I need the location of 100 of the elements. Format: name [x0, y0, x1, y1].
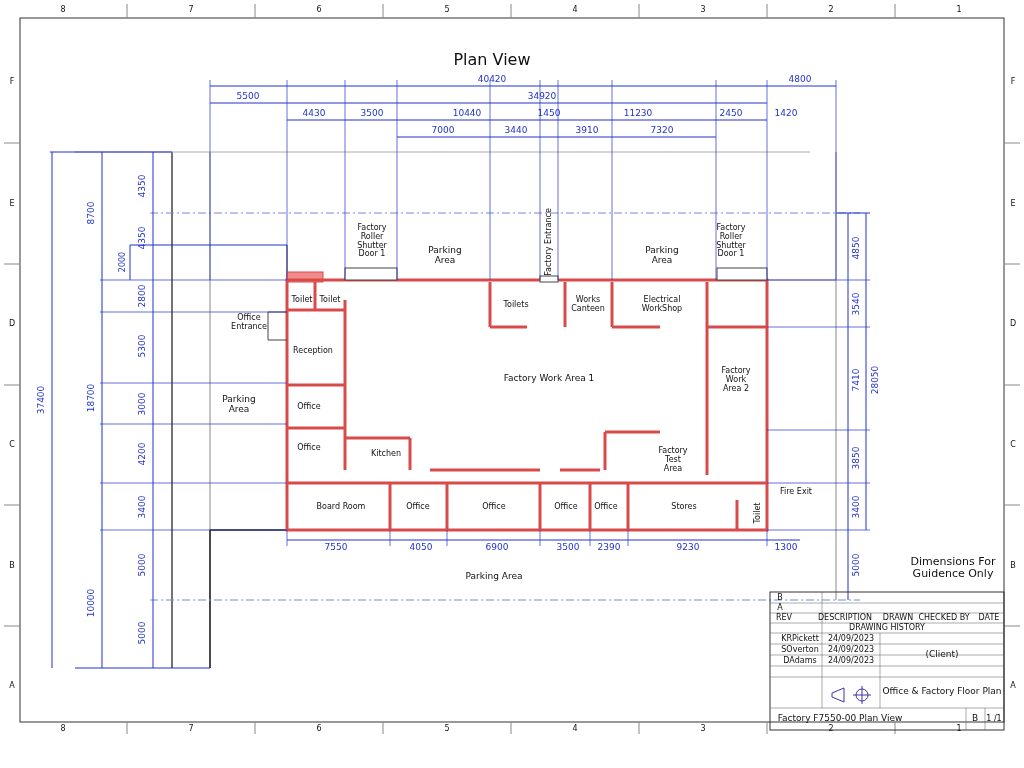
grid-reference: 8 [60, 5, 66, 15]
table-header: DRAWING HISTORY [849, 623, 925, 633]
grid-reference: B [1010, 561, 1016, 571]
room-label: Kitchen [370, 449, 402, 459]
room-label: Office [297, 402, 321, 412]
dimension-label: 5000 [852, 553, 862, 577]
room-label: Office Entrance [230, 314, 268, 332]
revision-text: B [777, 593, 783, 603]
grid-reference: 5 [444, 5, 450, 15]
room-label: Factory Test Area [657, 446, 689, 474]
dimension-label: 2800 [138, 284, 148, 308]
table-header: REV [775, 613, 793, 623]
dimension-label: 11230 [623, 109, 653, 119]
grid-reference: 4 [572, 724, 578, 734]
room-label: Factory Work Area 2 [720, 366, 752, 394]
table-header: DRAWN [882, 613, 914, 623]
table-header: DESCRIPTION [817, 613, 873, 623]
room-label: Office [297, 443, 321, 453]
grid-reference: 7 [188, 5, 194, 15]
room-label: Toilet [291, 295, 313, 305]
grid-reference: C [1010, 440, 1016, 450]
dimension-label: 9230 [676, 543, 700, 553]
room-label: Parking Area [644, 246, 680, 266]
dimension-label: 6900 [485, 543, 509, 553]
dimension-label: 7550 [324, 543, 348, 553]
room-label: Works Canteen [570, 296, 606, 314]
dimension-label: 37400 [37, 385, 47, 415]
sheet-size-text: B [971, 714, 979, 724]
grid-reference: D [1009, 319, 1017, 329]
room-label: Office [406, 502, 430, 512]
room-label: Office [594, 502, 618, 512]
grid-reference: 6 [316, 724, 322, 734]
grid-reference: A [1010, 681, 1016, 691]
grid-reference: 6 [316, 5, 322, 15]
room-label: Office [482, 502, 506, 512]
dimension-label: 4350 [138, 174, 148, 198]
room-label: Board Room [316, 502, 366, 512]
dimension-label: 3910 [575, 126, 599, 136]
grid-reference: B [9, 561, 15, 571]
dimension-label: 4350 [138, 226, 148, 250]
room-label: Stores [671, 502, 697, 512]
room-label: Electrical WorkShop [640, 296, 684, 314]
date-text: 24/09/2023 [827, 634, 875, 644]
dimension-label: 34920 [527, 92, 557, 102]
grid-reference: 8 [60, 724, 66, 734]
dimension-label: 3400 [852, 495, 862, 519]
dimension-label: 3500 [360, 109, 384, 119]
dimension-label: 4850 [852, 236, 862, 260]
grid-reference: 2 [828, 5, 834, 15]
revision-text: A [777, 603, 783, 613]
dimension-label: 3540 [852, 292, 862, 316]
dimension-label: 7320 [650, 126, 674, 136]
dimension-label: 3000 [138, 392, 148, 416]
grid-reference: C [9, 440, 15, 450]
room-label: Parking Area [465, 572, 523, 582]
dimension-label: 4200 [138, 442, 148, 466]
plan-title: Plan View [453, 51, 531, 69]
date-text: 24/09/2023 [827, 645, 875, 655]
dimension-label: 10440 [452, 109, 482, 119]
dimension-label: 5500 [236, 92, 260, 102]
room-label: Parking Area [221, 395, 257, 415]
drawing-title-text: Office & Factory Floor Plan [882, 687, 1002, 697]
room-label: Factory Roller Shutter Door 1 [356, 224, 388, 260]
dimension-label: 7000 [431, 126, 455, 136]
dimension-label: 2000 [118, 251, 128, 273]
client-text: (Client) [925, 650, 959, 660]
dimension-label: 1420 [774, 109, 798, 119]
grid-reference: 1 [956, 5, 962, 15]
dimension-label: 3500 [556, 543, 580, 553]
dimension-label: 40420 [477, 75, 507, 85]
dimension-label: 5000 [138, 621, 148, 645]
grid-reference: 1 [956, 724, 962, 734]
grid-reference: D [8, 319, 16, 329]
grid-reference: A [9, 681, 15, 691]
dimension-label: 18700 [87, 383, 97, 413]
checked-by-text: SOverton [781, 645, 819, 655]
dimension-label: 5300 [138, 334, 148, 358]
room-label: Fire Exit [780, 487, 812, 497]
approved-by-text: DAdams [783, 656, 817, 666]
grid-reference: E [9, 199, 15, 209]
grid-reference: E [1010, 199, 1016, 209]
table-header: CHECKED BY [918, 613, 970, 623]
grid-reference: F [1010, 77, 1016, 87]
grid-reference: 3 [700, 5, 706, 15]
drawing-number-text: Factory F7550-00 Plan View [777, 714, 903, 724]
room-label: Toilet [319, 295, 341, 305]
dimension-label: 7410 [852, 368, 862, 392]
dimension-label: 3400 [138, 495, 148, 519]
note: Dimensions For Guidence Only [909, 555, 997, 581]
room-label: Factory Roller Shutter Door 1 [715, 224, 747, 260]
dimension-label: 3850 [852, 446, 862, 470]
drawn-by-text: KRPickett [781, 634, 819, 644]
dimension-label: 28050 [871, 365, 881, 395]
room-label: Office [554, 502, 578, 512]
dimension-label: 10000 [87, 588, 97, 618]
room-label: Factory Entrance [544, 208, 554, 276]
dimension-label: 5000 [138, 553, 148, 577]
dimension-label: 3440 [504, 126, 528, 136]
dimension-label: 4800 [788, 75, 812, 85]
dimension-label: 1450 [537, 109, 561, 119]
